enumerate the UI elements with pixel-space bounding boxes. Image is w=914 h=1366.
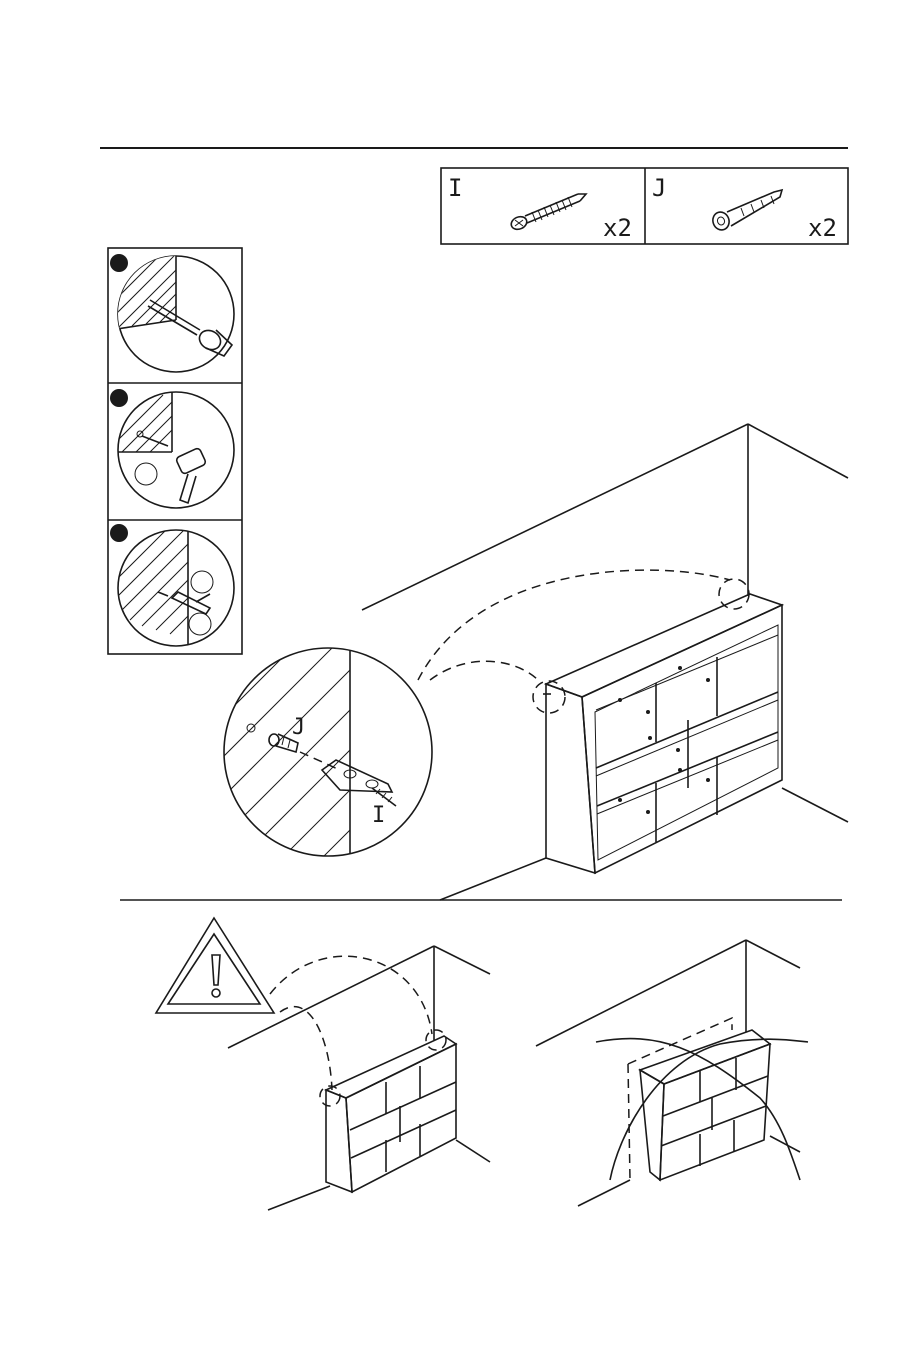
part-i-quantity: x2 <box>603 214 632 242</box>
parts-box: I x2 J x2 <box>441 168 848 244</box>
bracket-icon <box>158 592 210 614</box>
safe-scene <box>228 946 490 1210</box>
detail-label-screw: I <box>372 803 385 828</box>
tipping-scene <box>536 940 808 1206</box>
detail-label-plug: J <box>292 715 305 740</box>
step-1-drill <box>110 250 234 372</box>
part-j: J x2 <box>652 174 837 242</box>
step-3-bracket <box>110 524 234 646</box>
hammer-icon <box>175 447 206 503</box>
callout-arc-bottom <box>430 661 540 682</box>
step-3-marker <box>110 524 128 542</box>
step-2-marker <box>110 389 128 407</box>
shelf-unit-icon <box>320 1030 456 1192</box>
step-panel <box>108 248 242 654</box>
step-1-marker <box>110 254 128 272</box>
screw-icon <box>509 194 586 232</box>
part-j-quantity: x2 <box>808 214 837 242</box>
tipping-shelf-icon <box>640 1030 770 1180</box>
room-scene <box>362 424 848 900</box>
bracket-icon <box>322 760 392 792</box>
warning-icon <box>156 918 274 1013</box>
part-i: I x2 <box>448 174 632 242</box>
detail-circle: J I <box>220 590 432 900</box>
step-2-hammer <box>110 389 234 508</box>
wall-plug-icon <box>710 190 782 232</box>
shelf-unit-icon <box>533 579 782 873</box>
part-i-letter: I <box>448 174 462 202</box>
part-j-letter: J <box>652 174 666 202</box>
